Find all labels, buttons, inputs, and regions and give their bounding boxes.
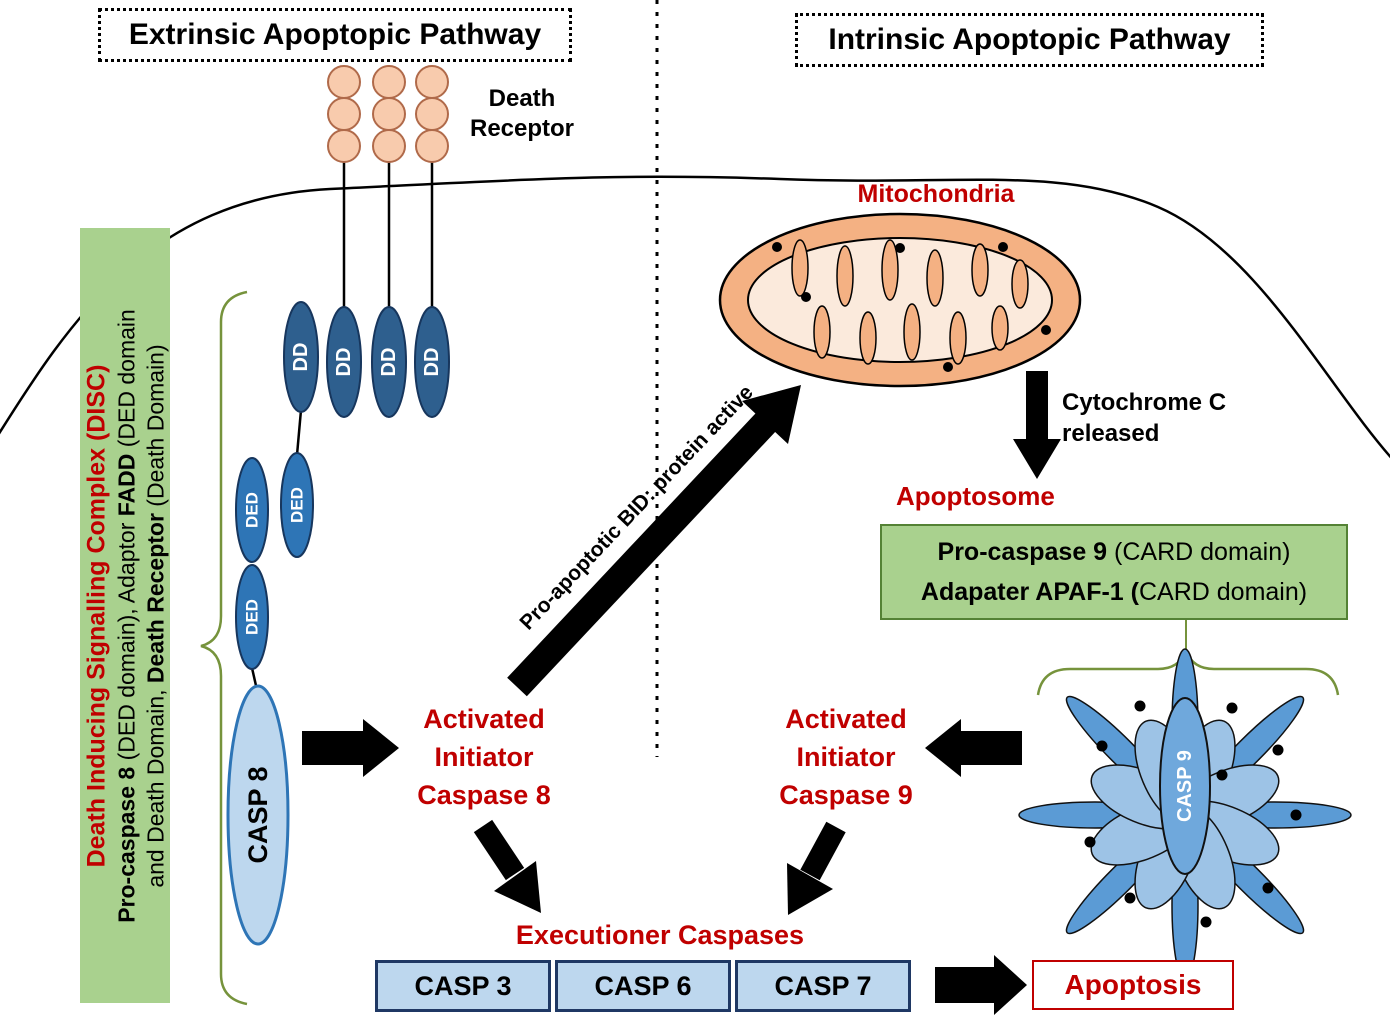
apoptosome-line1-reg: (CARD domain) bbox=[1114, 538, 1291, 566]
ded-label: DED bbox=[243, 492, 262, 528]
disc-line2-bold1: Pro-caspase 8 bbox=[112, 759, 139, 923]
casp9-ellipse bbox=[1159, 697, 1211, 875]
disc-line2-bold2: FADD bbox=[112, 446, 139, 516]
apoptosis-box: Apoptosis bbox=[1032, 960, 1234, 1010]
dd-label: DD bbox=[378, 348, 400, 377]
dd-label: DD bbox=[421, 348, 443, 377]
disc-line3-bold1: Death Receptor bbox=[141, 506, 168, 683]
death-receptor-stems bbox=[342, 158, 434, 310]
disc-brace bbox=[200, 290, 248, 1006]
ded-label: DED bbox=[243, 599, 262, 635]
casp6-box: CASP 6 bbox=[555, 960, 731, 1012]
disc-line2-reg1: (DED domain), Adaptor bbox=[112, 515, 139, 760]
apoptosome-box-line2: Adapater APAF-1 (CARD domain) bbox=[882, 572, 1346, 612]
disc-title: Death Inducing Signalling Complex (DISC) bbox=[81, 364, 110, 867]
apoptosome-label: Apoptosome bbox=[896, 481, 1055, 511]
arrow-executioner-apoptosis bbox=[935, 955, 1027, 1015]
arrow-caspase9-executioner bbox=[787, 821, 846, 915]
apoptosome-box: Pro-caspase 9 (CARD domain) Adapater APA… bbox=[880, 524, 1348, 620]
apoptosome-complex: CASP 9 bbox=[1018, 648, 1352, 982]
bid-arrow bbox=[507, 385, 801, 697]
disc-line2: Pro-caspase 8 (DED domain), Adaptor FADD… bbox=[112, 228, 141, 1003]
cytochrome-arrow bbox=[1013, 371, 1061, 479]
death-domains: DD DD DD DD bbox=[283, 301, 450, 418]
arrow-caspase8-executioner bbox=[473, 819, 541, 913]
disc-line3: and Death Domain, Death Receptor (Death … bbox=[141, 228, 170, 1003]
title-extrinsic: Extrinsic Apoptopic Pathway bbox=[98, 8, 572, 62]
cytochrome-label: Cytochrome C released bbox=[1062, 389, 1227, 447]
death-receptor-label: Death Receptor bbox=[469, 85, 575, 142]
apoptosome-line2-reg: CARD domain) bbox=[1138, 578, 1308, 606]
ded-domains: DED DED DED bbox=[235, 452, 314, 670]
casp3-box: CASP 3 bbox=[375, 960, 551, 1012]
death-receptor-complex bbox=[327, 65, 449, 163]
apoptosome-box-line1: Pro-caspase 9 (CARD domain) bbox=[882, 532, 1346, 572]
mitochondria-label: Mitochondria bbox=[857, 180, 1015, 208]
apoptosome-line1-bold: Pro-caspase 9 bbox=[937, 538, 1115, 566]
disc-sidebar: Death Inducing Signalling Complex (DISC)… bbox=[80, 228, 170, 1003]
arrow-apoptosome-activation bbox=[925, 719, 1022, 777]
title-intrinsic: Intrinsic Apoptopic Pathway bbox=[795, 13, 1264, 67]
casp8-ellipse: CASP 8 bbox=[226, 684, 290, 946]
disc-line2-reg2: (DED domain bbox=[112, 308, 139, 447]
ded-label: DED bbox=[288, 487, 307, 523]
disc-line3-reg2: (Death Domain) bbox=[141, 343, 168, 507]
dd-label: DD bbox=[333, 348, 355, 377]
cell-membrane-line bbox=[0, 175, 1390, 459]
dd-label: DD bbox=[290, 343, 312, 372]
mitochondria-graphic bbox=[718, 212, 1082, 388]
apoptosome-line2-bold: Adapater APAF-1 ( bbox=[920, 578, 1139, 606]
activated-caspase9-label: Activated Initiator Caspase 9 bbox=[779, 704, 913, 810]
activated-caspase8-label: Activated Initiator Caspase 8 bbox=[417, 704, 551, 810]
arrow-casp8-activation bbox=[302, 719, 399, 777]
casp9-label: CASP 9 bbox=[1174, 750, 1196, 822]
disc-line3-reg1: and Death Domain, bbox=[141, 682, 168, 888]
executioner-label: Executioner Caspases bbox=[515, 920, 805, 950]
disc-sidebar-text: Death Inducing Signalling Complex (DISC)… bbox=[80, 228, 170, 1003]
casp8-label: CASP 8 bbox=[243, 766, 273, 863]
casp7-box: CASP 7 bbox=[735, 960, 911, 1012]
